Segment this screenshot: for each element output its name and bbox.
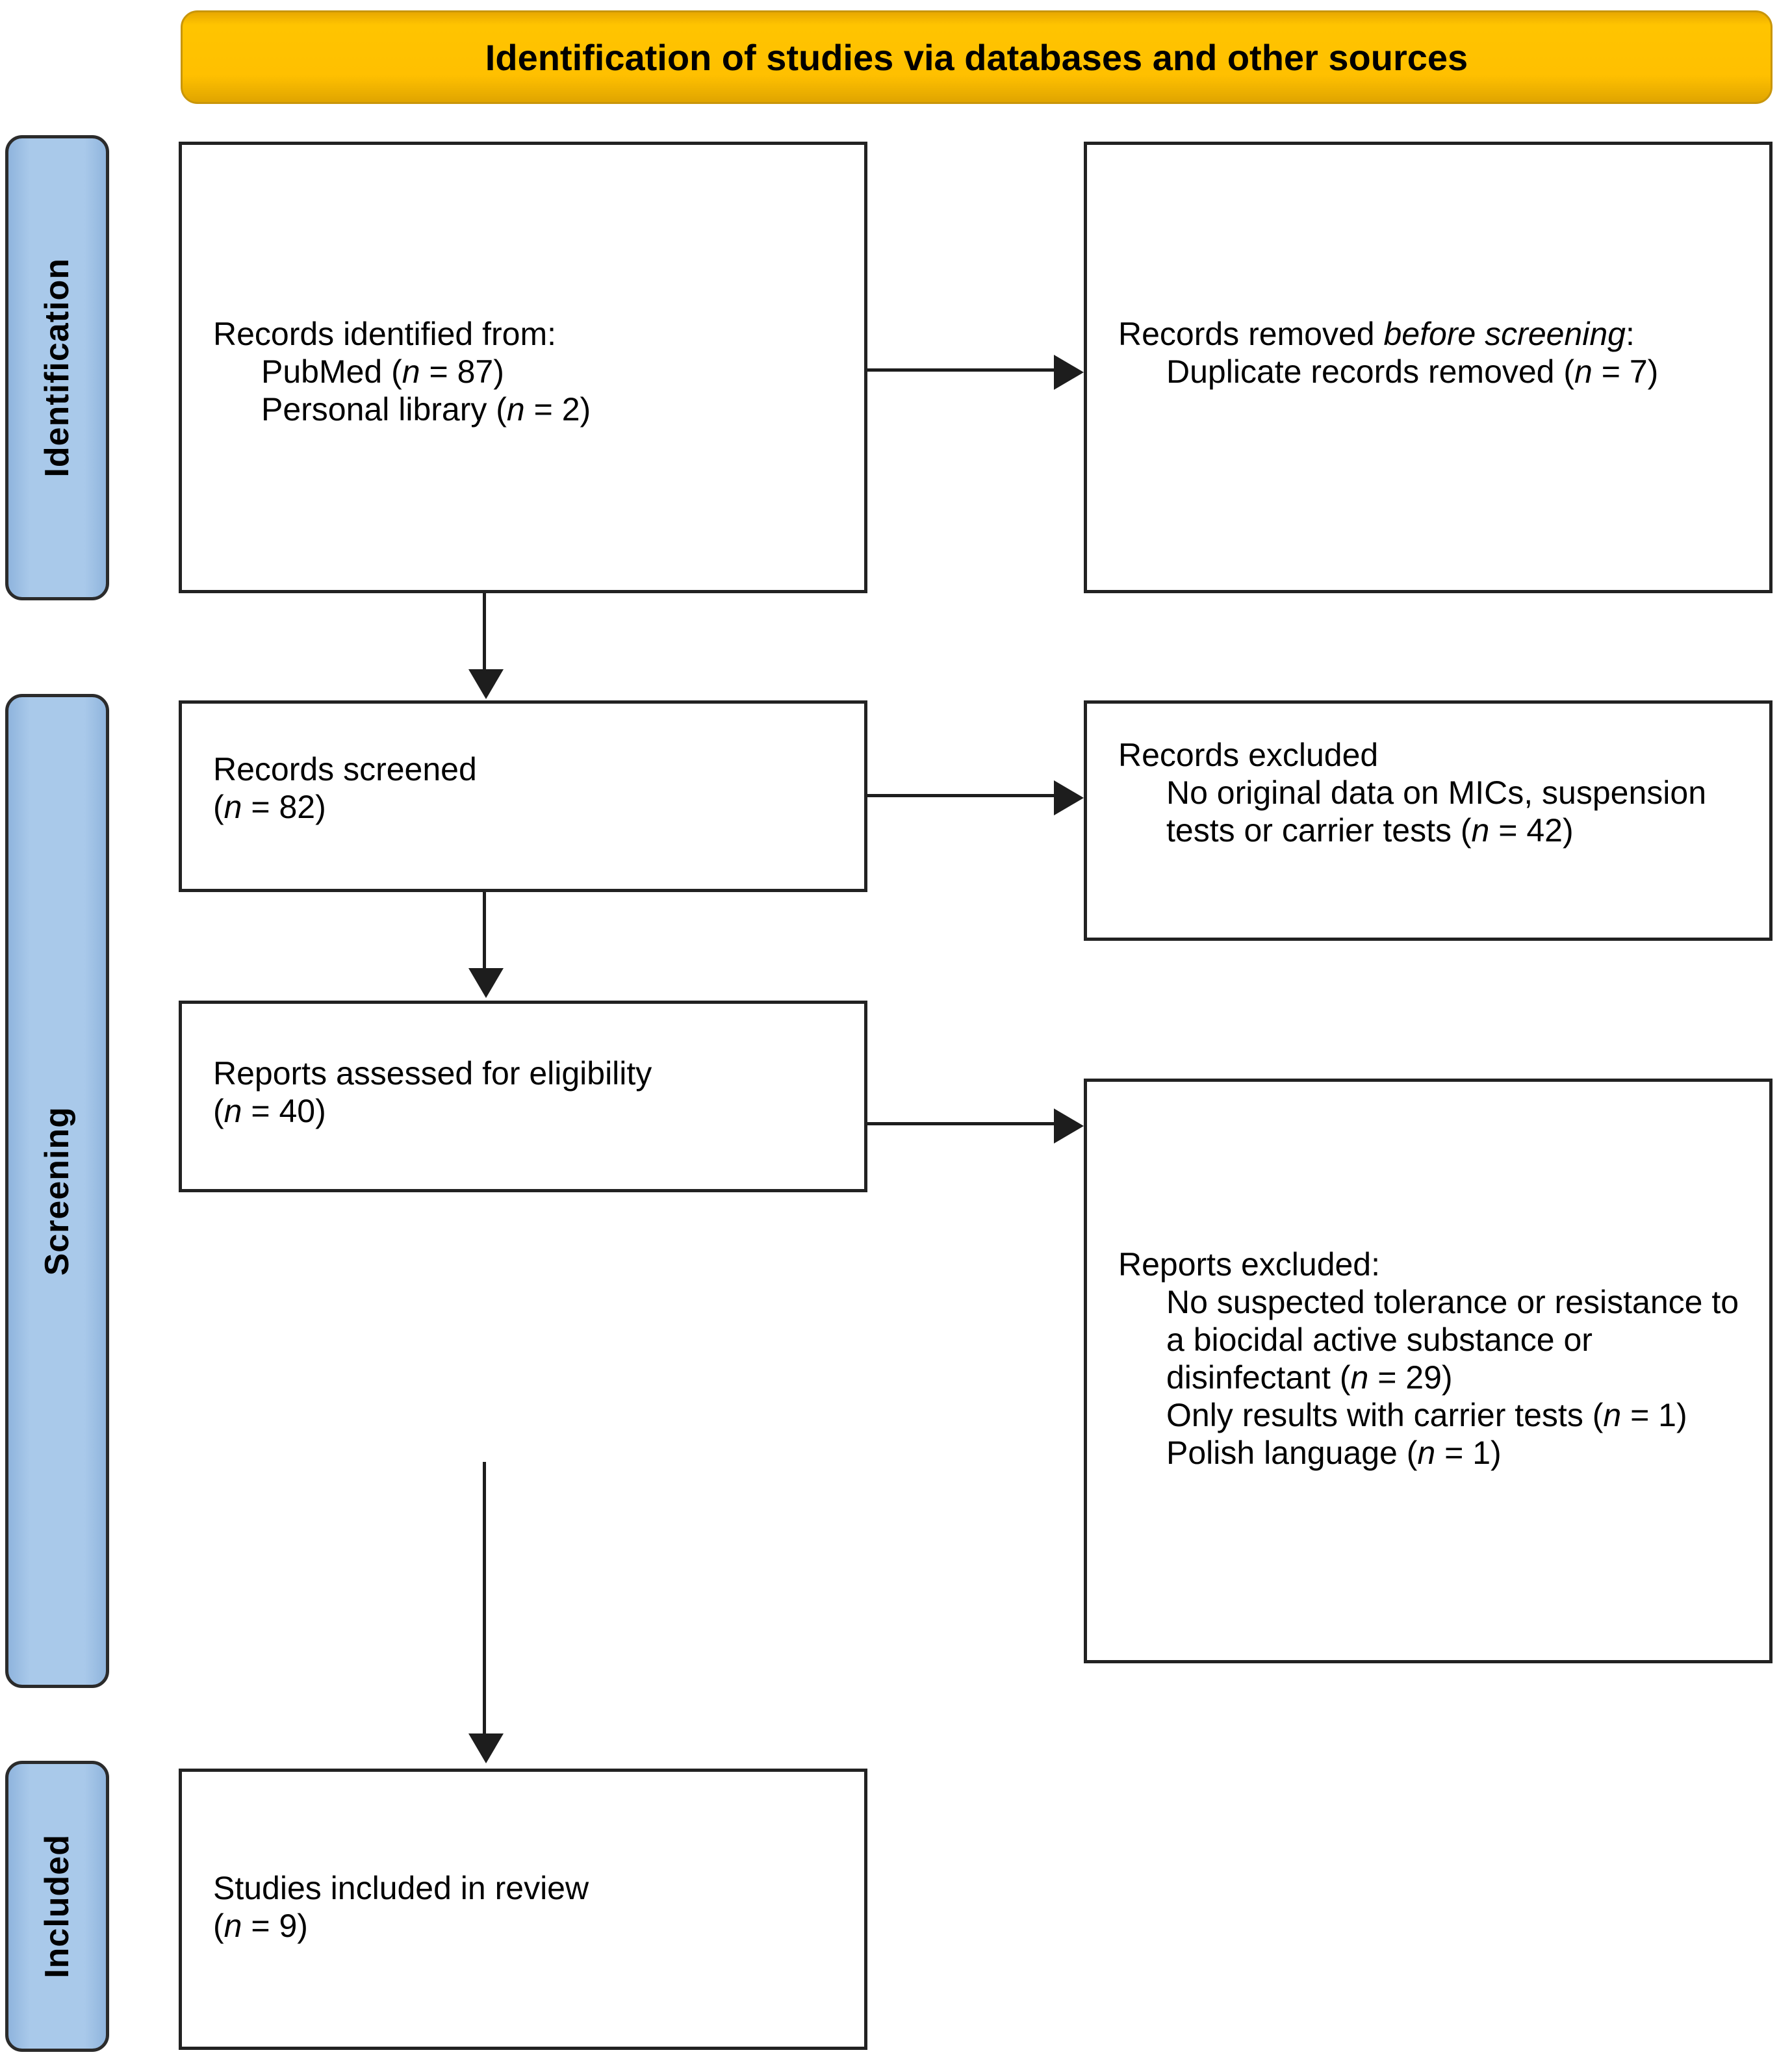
box-reports-excluded: Reports excluded: No suspected tolerance… bbox=[1084, 1079, 1773, 1663]
connector-eligibility-to-included-line bbox=[483, 1462, 486, 1735]
box-records-identified-content: Records identified from: PubMed (n = 87)… bbox=[213, 315, 847, 428]
records-identified-source-personal-library: Personal library (n = 2) bbox=[261, 391, 591, 428]
reports-excluded-reason-no-tolerance: No suspected tolerance or resistance to … bbox=[1166, 1284, 1739, 1396]
stage-label-identification: Identification bbox=[5, 135, 109, 600]
records-removed-title: Records removed before screening: bbox=[1118, 316, 1635, 352]
reports-assessed-title: Reports assessed for eligibility bbox=[213, 1055, 652, 1092]
records-identified-title: Records identified from: bbox=[213, 316, 557, 352]
box-reports-assessed-for-eligibility: Reports assessed for eligibility (n = 40… bbox=[179, 1001, 867, 1192]
reports-excluded-reason-polish-language: Polish language (n = 1) bbox=[1166, 1435, 1502, 1471]
box-records-excluded-content: Records excluded No original data on MIC… bbox=[1118, 736, 1752, 849]
box-studies-included-content: Studies included in review (n = 9) bbox=[213, 1869, 847, 1945]
box-reports-assessed-content: Reports assessed for eligibility (n = 40… bbox=[213, 1055, 847, 1130]
stage-label-included-text: Included bbox=[38, 1834, 76, 1978]
box-records-removed-before-screening: Records removed before screening: Duplic… bbox=[1084, 142, 1773, 593]
records-excluded-title: Records excluded bbox=[1118, 737, 1379, 773]
stage-label-identification-text: Identification bbox=[38, 258, 76, 478]
box-studies-included-in-review: Studies included in review (n = 9) bbox=[179, 1769, 867, 2050]
stage-label-screening: Screening bbox=[5, 694, 109, 1688]
connector-eligibility-to-reports-excluded-line bbox=[867, 1122, 1056, 1125]
reports-assessed-count: (n = 40) bbox=[213, 1093, 326, 1129]
studies-included-count: (n = 9) bbox=[213, 1908, 308, 1944]
box-records-excluded: Records excluded No original data on MIC… bbox=[1084, 700, 1773, 941]
reports-excluded-title: Reports excluded: bbox=[1118, 1246, 1381, 1283]
studies-included-title: Studies included in review bbox=[213, 1870, 589, 1906]
records-identified-source-pubmed: PubMed (n = 87) bbox=[261, 353, 504, 390]
box-records-screened-content: Records screened (n = 82) bbox=[213, 750, 847, 826]
diagram-header-banner: Identification of studies via databases … bbox=[181, 10, 1773, 104]
connector-identified-to-screened-line bbox=[483, 593, 486, 671]
box-records-removed-content: Records removed before screening: Duplic… bbox=[1118, 315, 1752, 390]
arrow-down-icon-screened-to-eligibility bbox=[468, 968, 504, 998]
connector-screened-to-eligibility-line bbox=[483, 892, 486, 970]
stage-label-screening-text: Screening bbox=[38, 1106, 76, 1276]
box-records-screened: Records screened (n = 82) bbox=[179, 700, 867, 892]
records-excluded-reason-no-original-data: No original data on MICs, suspension tes… bbox=[1166, 774, 1707, 849]
connector-identified-to-removed-line bbox=[867, 368, 1056, 372]
arrow-down-icon-eligibility-to-included bbox=[468, 1733, 504, 1763]
banner-title: Identification of studies via databases … bbox=[485, 36, 1468, 78]
reports-excluded-reason-carrier-tests: Only results with carrier tests (n = 1) bbox=[1166, 1397, 1687, 1433]
stage-label-included: Included bbox=[5, 1761, 109, 2052]
arrow-right-icon-eligibility-to-reports-excluded bbox=[1054, 1108, 1084, 1144]
records-screened-count: (n = 82) bbox=[213, 789, 326, 825]
arrow-right-icon-identified-to-removed bbox=[1054, 355, 1084, 390]
connector-screened-to-records-excluded-line bbox=[867, 794, 1056, 797]
arrow-down-icon-identified-to-screened bbox=[468, 669, 504, 699]
box-records-identified: Records identified from: PubMed (n = 87)… bbox=[179, 142, 867, 593]
box-reports-excluded-content: Reports excluded: No suspected tolerance… bbox=[1118, 1246, 1752, 1472]
arrow-right-icon-screened-to-records-excluded bbox=[1054, 780, 1084, 815]
records-removed-duplicates: Duplicate records removed (n = 7) bbox=[1166, 353, 1659, 390]
records-screened-title: Records screened bbox=[213, 751, 477, 787]
